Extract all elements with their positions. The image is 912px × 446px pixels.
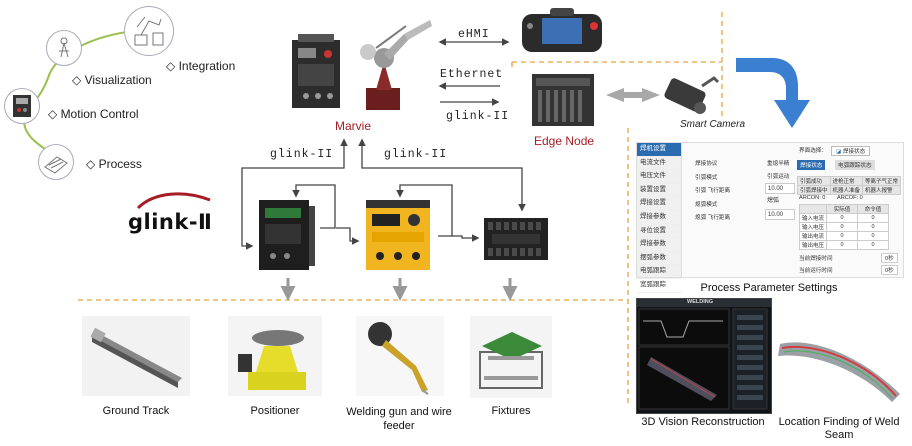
menu-item[interactable]: 寻位设置 [637, 225, 681, 239]
device-fixtures: Fixtures [491, 405, 531, 417]
menu-item[interactable]: 宽弧跟踪 [637, 279, 681, 293]
capability-arc [22, 29, 143, 159]
integration-node [124, 6, 174, 56]
menu-item[interactable]: 焊接参数 [637, 211, 681, 225]
servo-controller [255, 196, 317, 274]
time-value: 0秒 [881, 253, 898, 263]
vision-caption: 3D Vision Reconstruction [641, 416, 765, 428]
vision-titlebar: WELDING [637, 299, 771, 307]
edge-camera-link [606, 88, 660, 102]
status-tab[interactable]: 焊接状态 [797, 160, 826, 170]
edge-node-device [526, 70, 600, 128]
param-label: 熄弧模式 [695, 202, 718, 208]
arcon-label: ARCON: 0 [799, 195, 826, 201]
menu-item[interactable]: 电压文件 [637, 170, 681, 184]
welding-gun-image [356, 316, 444, 396]
flow-arrow [736, 58, 810, 128]
time-label: 当前运行时间 [799, 268, 833, 274]
fixtures-image [470, 316, 552, 398]
param-label: 重熄半精 [767, 161, 790, 167]
location-caption: Location Finding of Weld Seam [778, 416, 900, 441]
smart-camera-device [660, 74, 722, 126]
positioner-image [228, 316, 322, 396]
param-label: 引弧模式 [695, 175, 718, 181]
ehmi-label: eHMI [458, 28, 490, 41]
weld-seam-location-image [774, 298, 904, 412]
status-tab[interactable]: 电弧跟踪状态 [835, 160, 875, 170]
device-positioner: Positioner [250, 405, 300, 417]
param-label: 焊接协议 [695, 161, 718, 167]
process-parameter-caption: Process Parameter Settings [700, 282, 838, 294]
menu-item[interactable]: 摆弧参数 [637, 252, 681, 266]
param-label: 熄弧 飞行距离 [695, 215, 731, 221]
process-node [38, 144, 74, 180]
edge-node-label: Edge Node [534, 134, 595, 148]
menu-item[interactable]: 焊接参数 [637, 238, 681, 252]
menu-item[interactable]: 电流文件 [637, 157, 681, 171]
robot-arm [346, 8, 438, 112]
io-module [478, 210, 554, 266]
menu-item[interactable]: 焊机设置 [637, 143, 681, 157]
time-label: 当前焊接时间 [799, 256, 833, 262]
status-grid: 引弧成功进枪正常等离子气正常 引弧焊接中机器人准备机器人报警 [797, 176, 902, 195]
vision-title: WELDING [687, 299, 713, 305]
glink-mid-label: glink-II [384, 148, 448, 161]
marvie-controller [288, 30, 344, 110]
param-menu: 焊机设置 电流文件 电压文件 装置设置 焊接设置 焊接参数 寻位设置 焊接参数 … [637, 143, 682, 293]
device-welding-gun: Welding gun and wire feeder [346, 406, 452, 432]
capability-motion-control: ◇ Motion Control [48, 107, 139, 121]
param-label: 引弧运动 [767, 174, 790, 180]
param-label: 引弧 飞行距离 [695, 188, 731, 194]
menu-item[interactable]: 焊接设置 [637, 197, 681, 211]
teach-pendant [520, 6, 604, 54]
device-ground-track: Ground Track [102, 405, 170, 417]
capability-integration: ◇ Integration [166, 59, 236, 73]
menu-item[interactable]: 装置设置 [637, 184, 681, 198]
time-value: 0秒 [881, 265, 898, 275]
visualization-node [46, 30, 82, 66]
welding-power-source [358, 196, 438, 274]
ethernet-label: Ethernet [440, 68, 504, 81]
capability-process: ◇ Process [86, 157, 142, 171]
glink-right-label: glink-II [446, 110, 510, 123]
process-parameter-ui: 焊机设置 电流文件 电压文件 装置设置 焊接设置 焊接参数 寻位设置 焊接参数 … [636, 142, 904, 293]
param-value-field[interactable]: 10.00 [765, 209, 795, 220]
capability-visualization: ◇ Visualization [72, 73, 152, 87]
interface-select-label: 界面选择： [799, 148, 827, 154]
interface-select[interactable]: ◪ 焊接状态 [831, 146, 871, 156]
ground-track-image [82, 316, 190, 396]
vision-reconstruction-ui: WELDING [636, 298, 772, 414]
glink-logo: glink-Ⅱ [124, 186, 228, 240]
glink-left-label: glink-II [270, 148, 334, 161]
param-value-field[interactable]: 熄弧 [767, 198, 780, 204]
menu-item[interactable]: 电弧跟踪 [637, 265, 681, 279]
marvie-label: Marvie [335, 119, 372, 133]
smart-camera-label: Smart Camera [680, 119, 746, 130]
param-value-field[interactable]: 10.00 [765, 183, 795, 194]
motion-control-node [4, 88, 40, 124]
status-icon: ◪ [836, 149, 843, 155]
arcof-label: ARCOF: 0 [837, 195, 863, 201]
